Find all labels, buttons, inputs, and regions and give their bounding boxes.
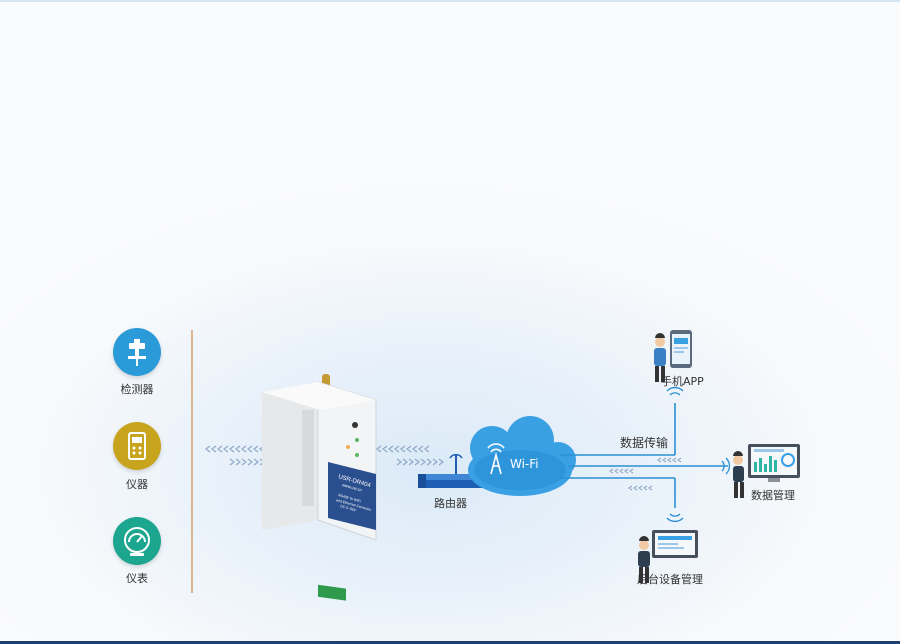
arrows-to-router [376,445,444,466]
endpoint-data-mgmt-label: 数据管理 [751,489,795,502]
endpoint-backend-label: 后台设备管理 [637,573,703,586]
router-icon [418,453,484,488]
device-label-instrument: 仪器 [126,478,148,491]
endpoint-mobile-label: 手机APP [661,375,704,388]
data-mgmt-figure [733,444,800,498]
device-label-gauge: 仪表 [126,572,148,585]
detector-icon [128,339,146,366]
gauge-circle [113,517,161,565]
cloud-label: Wi-Fi [510,457,539,471]
instrument-icon [128,432,146,460]
cloud-icon [468,416,576,496]
wifi-tower-icon [487,443,505,475]
gauge-icon [124,527,150,556]
arrows-to-cloud [609,457,682,491]
instrument-circle [113,422,161,470]
signal-icons [666,386,731,523]
divider-line [191,330,193,593]
converter-website: www.usr.cn [342,482,363,492]
top-rule [0,0,900,2]
backend-figure [638,530,698,583]
detector-circle [113,328,161,376]
mobile-app-figure [654,330,692,382]
network-links [560,403,728,508]
converter-line1: RS485 To WiFi [338,493,362,503]
device-label-detector: 检测器 [120,383,154,396]
data-transfer-label: 数据传输 [620,436,669,450]
bottom-rule [0,641,900,644]
converter-device [262,374,377,601]
converter-line3: DC 5~36V [340,504,357,513]
router-label: 路由器 [434,497,467,510]
